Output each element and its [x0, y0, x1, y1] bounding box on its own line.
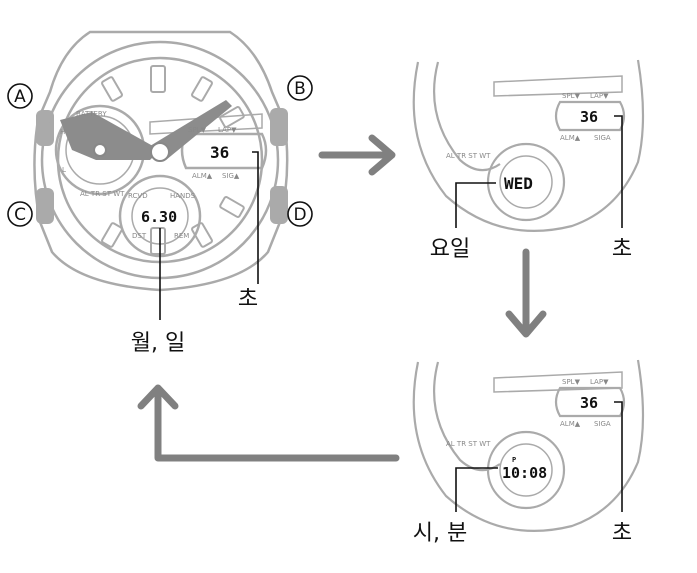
weekday-value: WED	[504, 174, 533, 193]
arrow-time-to-main	[137, 384, 400, 462]
rem-label: REM	[174, 232, 189, 240]
button-c-shape	[36, 188, 54, 224]
weekday-sig-label: SIGA	[594, 134, 611, 142]
button-c-badge	[7, 201, 33, 227]
sig-label: SIG▲	[222, 172, 240, 180]
time-lcd-ring	[486, 430, 566, 510]
rcvd-label: RCVD	[128, 192, 148, 200]
dst-label: DST	[132, 232, 147, 240]
button-a-label: A	[14, 87, 26, 107]
time-seconds-value: 36	[580, 394, 598, 412]
time-mode-scale: AL TR ST WT	[446, 440, 491, 448]
weekday-alm-label: ALM▲	[560, 134, 581, 142]
seconds-value: 36	[210, 143, 229, 162]
weekday-mode-scale: AL TR ST WT	[446, 152, 491, 160]
time-spl-label: SPL▼	[562, 378, 581, 386]
battery-label: BATTERY	[76, 110, 107, 118]
hands-label: HANDS	[170, 192, 196, 200]
time-lap-label: LAP▼	[590, 378, 609, 386]
time-alm-label: ALM▲	[560, 420, 581, 428]
weekday-seconds-frame	[554, 100, 626, 132]
weekday-case-arc	[412, 59, 645, 232]
h-label: H	[60, 128, 65, 136]
mode-scale-label: AL TR ST WT	[80, 190, 125, 198]
hour-hand	[60, 112, 160, 160]
hand-pivot	[150, 142, 170, 162]
date-value: 6.30	[141, 208, 177, 226]
time-leader-line	[455, 467, 498, 512]
seconds-leader-line	[252, 151, 259, 284]
panel-weekday: SPL▼ LAP▼ ALM▲ SIGA AL TR ST WT 36 WED 요…	[412, 59, 645, 262]
arrow-weekday-to-time	[505, 248, 547, 338]
time-case-arc	[412, 359, 645, 532]
alm-label: ALM▲	[192, 172, 213, 180]
weekday-spl-label: SPL▼	[562, 92, 581, 100]
hour-minute-caption: 시, 분	[413, 521, 467, 546]
upper-window-band	[149, 113, 263, 135]
time-subdial-arc	[432, 361, 501, 472]
spl-label: SPL▼	[188, 126, 207, 134]
watch-main-labels: BATTERY H L AL TR ST WT SPL▼ LAP▼ ALM▲ S…	[60, 110, 240, 240]
button-c-label: C	[14, 205, 26, 225]
button-b-badge	[287, 75, 313, 101]
time-sig-label: SIGA	[594, 420, 611, 428]
weekday-lcd-inner	[499, 155, 553, 209]
weekday-seconds-leader-line	[614, 115, 623, 228]
time-seconds-frame	[554, 386, 626, 418]
button-a-badge	[7, 83, 33, 109]
time-seconds-caption: 초	[612, 521, 632, 546]
weekday-seconds-caption: 초	[612, 237, 632, 262]
time-upper-band	[493, 371, 623, 393]
button-d-badge	[287, 201, 313, 227]
weekday-caption: 요일	[430, 237, 470, 262]
arrow-main-to-weekday	[318, 134, 396, 176]
hour-markers	[101, 65, 245, 255]
panel-time: SPL▼ LAP▼ ALM▲ SIGA AL TR ST WT 36 P 10:…	[412, 359, 645, 546]
button-labels: A B C D	[7, 75, 313, 227]
main-callouts	[159, 151, 259, 320]
time-lcd-inner	[499, 443, 553, 497]
weekday-seconds-value: 36	[580, 108, 598, 126]
battery-pointer-pivot	[93, 143, 107, 157]
button-d-shape	[270, 186, 288, 224]
weekday-lcd-ring	[486, 142, 566, 222]
l-label: L	[62, 166, 66, 174]
weekday-leader-line	[455, 182, 496, 228]
flow-arrows	[137, 134, 547, 462]
time-value: 10:08	[502, 464, 547, 482]
pm-mark: P	[512, 456, 516, 464]
time-seconds-leader-line	[614, 401, 623, 512]
button-d-label: D	[293, 205, 306, 225]
weekday-upper-band	[493, 75, 623, 97]
button-b-label: B	[294, 79, 306, 99]
weekday-lap-label: LAP▼	[590, 92, 609, 100]
watch-hands	[60, 100, 232, 162]
month-day-caption: 월, 일	[131, 331, 185, 356]
lap-label: LAP▼	[218, 126, 237, 134]
weekday-subdial-arc	[432, 61, 501, 172]
minute-hand	[150, 100, 232, 160]
seconds-caption-main: 초	[238, 287, 258, 312]
